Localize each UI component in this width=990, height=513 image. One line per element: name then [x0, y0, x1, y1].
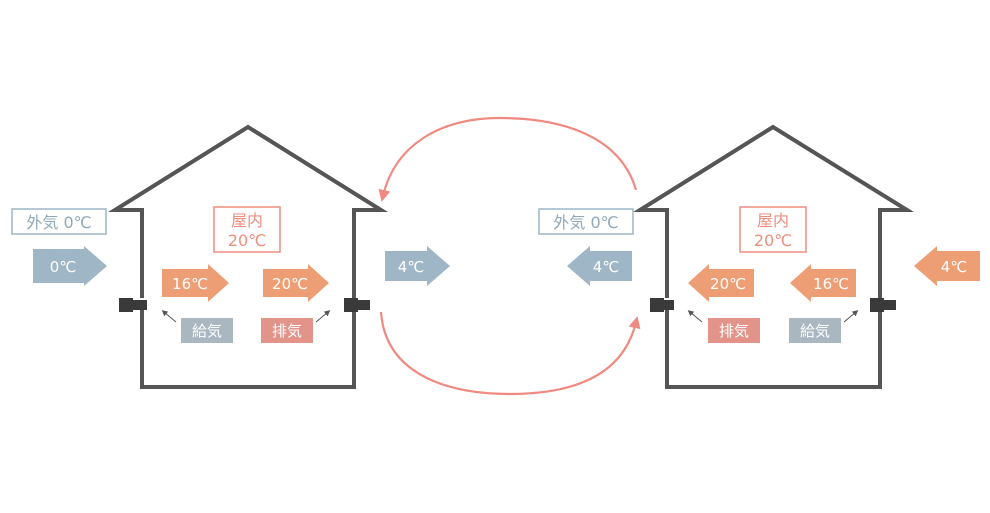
- right-inner-arrow-2-label: 16℃: [813, 275, 849, 293]
- right-supply-vent-flange: [884, 300, 896, 310]
- right-outside-out-arrow-label: 4℃: [593, 258, 619, 276]
- left-house-outline: [140, 304, 356, 389]
- left-inner-arrow-1-label: 16℃: [172, 275, 208, 293]
- left-supply-tag-box: [181, 318, 233, 343]
- left-supply-vent-unit: [119, 298, 133, 312]
- right-outside-in-arrow: [914, 246, 980, 286]
- right-house-roof: [633, 124, 915, 298]
- right-exhaust-tag: 排気: [719, 322, 749, 340]
- left-outside-in-arrow-label: 0℃: [50, 258, 76, 276]
- cycle-arrow-bottom: [379, 311, 641, 396]
- left-outdoor-label-box: [11, 208, 107, 235]
- right-inner-arrow-1-label: 20℃: [710, 275, 746, 293]
- left-supply-small-arrow: [161, 310, 177, 323]
- left-exhaust-small-arrow: [315, 310, 331, 323]
- right-exhaust-tag-box: [708, 318, 760, 343]
- left-indoor-label-line1: 屋内: [231, 211, 263, 230]
- right-supply-small-arrow: [843, 310, 859, 323]
- right-inner-arrow-1: [688, 264, 754, 302]
- left-inner-arrow-2: [263, 264, 329, 302]
- left-exhaust-vent-unit: [344, 298, 358, 312]
- right-house-outline: [665, 304, 882, 389]
- left-outdoor-label: 外気 0℃: [26, 213, 91, 232]
- left-exhaust-tag: 排気: [272, 322, 302, 340]
- right-exhaust-vent-unit: [650, 298, 664, 312]
- cycle-arrow-top: [378, 116, 638, 202]
- left-indoor-label-box: [213, 206, 281, 253]
- right-outdoor-label: 外気 0℃: [553, 213, 618, 232]
- right-inner-arrow-2: [790, 264, 856, 302]
- left-inner-arrow-2-label: 20℃: [272, 275, 308, 293]
- left-outside-out-arrow-label: 4℃: [398, 258, 424, 276]
- left-outside-in-arrow: [33, 246, 107, 286]
- right-supply-tag: 給気: [800, 322, 830, 340]
- right-indoor-label-line1: 屋内: [757, 211, 789, 230]
- left-supply-tag: 給気: [192, 322, 222, 340]
- right-outside-out-arrow: [567, 246, 632, 286]
- left-indoor-label-line2: 20℃: [228, 231, 266, 250]
- right-outdoor-label-box: [538, 208, 634, 235]
- right-supply-vent-unit: [870, 298, 884, 312]
- right-exhaust-small-arrow: [687, 310, 703, 323]
- left-supply-vent-flange: [133, 300, 147, 310]
- left-outside-out-arrow: [385, 246, 450, 286]
- left-exhaust-vent-flange: [358, 300, 370, 310]
- left-exhaust-tag-box: [261, 318, 313, 343]
- right-exhaust-vent-flange: [664, 300, 674, 310]
- right-supply-tag-box: [789, 318, 841, 343]
- right-indoor-label-line2: 20℃: [754, 231, 792, 250]
- right-indoor-label-box: [739, 206, 807, 253]
- left-house-roof: [108, 124, 388, 298]
- left-inner-arrow-1: [162, 264, 229, 302]
- right-outside-in-arrow-label: 4℃: [941, 258, 967, 276]
